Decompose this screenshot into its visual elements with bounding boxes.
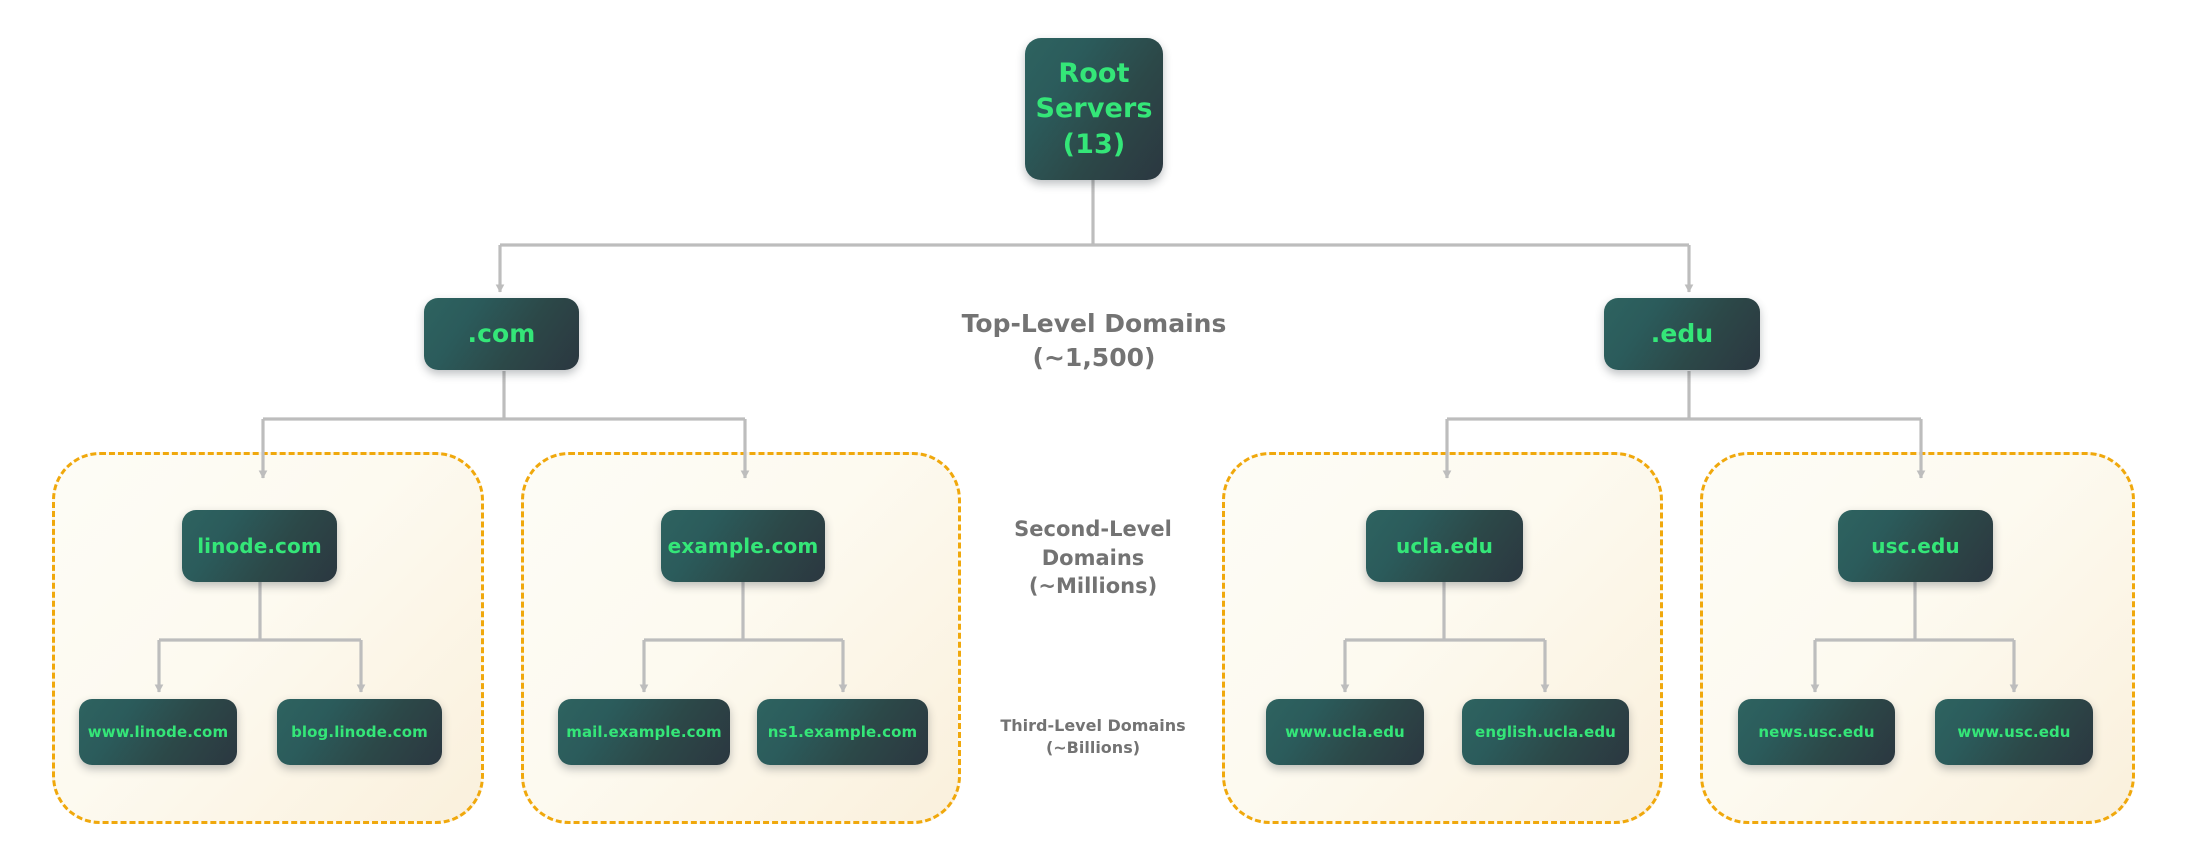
node-leaf-blog-linode-com[interactable]: blog.linode.com xyxy=(277,699,442,765)
node-sld-linode-com[interactable]: linode.com xyxy=(182,510,337,582)
node-tld-com[interactable]: .com xyxy=(424,298,579,370)
domain-group-box-linode xyxy=(52,452,484,824)
tier-label-top-level: Top-Level Domains (~1,500) xyxy=(961,309,1227,372)
node-sld-ucla-edu[interactable]: ucla.edu xyxy=(1366,510,1523,582)
node-leaf-news-usc-edu[interactable]: news.usc.edu xyxy=(1738,699,1895,765)
tier-label-third-level: Third-Level Domains (~Billions) xyxy=(1000,716,1186,757)
tier-label-second-level: Second-Level Domains (~Millions) xyxy=(1014,517,1172,599)
node-leaf-www-usc-edu[interactable]: www.usc.edu xyxy=(1935,699,2093,765)
node-leaf-www-ucla-edu[interactable]: www.ucla.edu xyxy=(1266,699,1424,765)
node-leaf-mail-example-com[interactable]: mail.example.com xyxy=(558,699,730,765)
node-sld-usc-edu[interactable]: usc.edu xyxy=(1838,510,1993,582)
domain-group-box-example xyxy=(521,452,961,824)
domain-group-box-usc xyxy=(1700,452,2135,824)
node-leaf-english-ucla-edu[interactable]: english.ucla.edu xyxy=(1462,699,1629,765)
node-leaf-www-linode-com[interactable]: www.linode.com xyxy=(79,699,237,765)
domain-group-box-ucla xyxy=(1222,452,1663,824)
node-tld-edu[interactable]: .edu xyxy=(1604,298,1760,370)
node-sld-example-com[interactable]: example.com xyxy=(661,510,825,582)
node-root-servers[interactable]: Root Servers (13) xyxy=(1025,38,1163,180)
node-leaf-ns1-example-com[interactable]: ns1.example.com xyxy=(757,699,928,765)
